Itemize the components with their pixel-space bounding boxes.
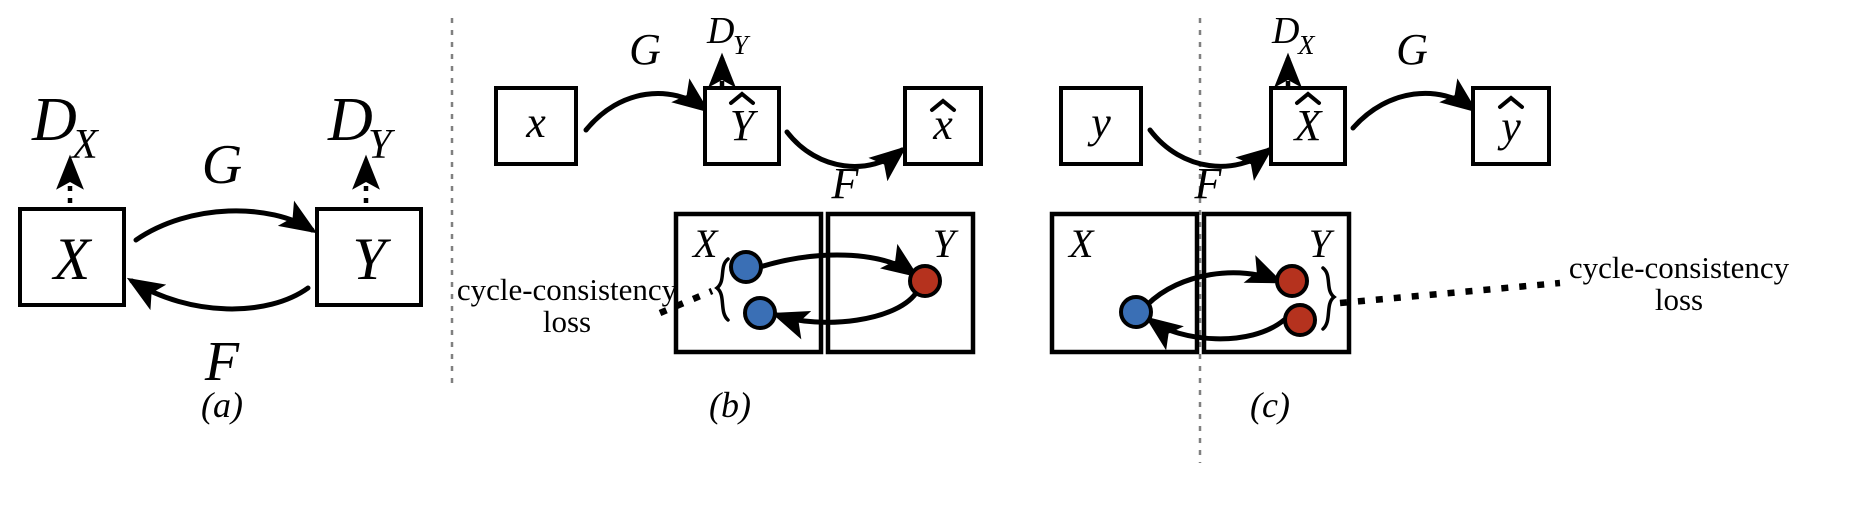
g-label: G xyxy=(202,134,242,196)
panel-a-discriminator-dx: D X xyxy=(31,86,100,203)
dot-x-source xyxy=(729,250,763,284)
region-x-rect xyxy=(673,211,824,355)
g-label: G xyxy=(629,25,661,74)
g-arrow xyxy=(133,200,318,243)
box-xhat-label: X xyxy=(1293,101,1324,150)
panel-c-mapping-f: F xyxy=(1147,127,1274,208)
box-x-label: X xyxy=(52,226,93,292)
box-x-rect xyxy=(18,207,126,307)
panel-a-box-x: X xyxy=(18,207,126,307)
cycle-loss-label-line2: loss xyxy=(1655,282,1703,317)
cycle-loss-brace xyxy=(1321,266,1337,331)
dy-label-main: D xyxy=(706,10,734,52)
box-yhat-label: y xyxy=(1497,102,1521,151)
panel-b-discriminator-dy: D Y xyxy=(706,10,751,88)
region-y-label: Y xyxy=(1309,221,1335,266)
box-yhat-label: Y xyxy=(730,101,759,150)
f-arrow xyxy=(784,129,907,182)
panel-c-caption: (c) xyxy=(1250,385,1290,425)
cycle-loss-brace xyxy=(714,257,730,322)
cycle-forward-arrow xyxy=(757,243,919,278)
panel-b: x G D Y Y F xyxy=(457,10,983,425)
region-x-rect xyxy=(1049,211,1200,355)
region-y-label: Y xyxy=(933,221,959,266)
box-x-input-label: x xyxy=(525,98,546,147)
panel-b-caption: (b) xyxy=(709,385,751,425)
xhat-hat-accent xyxy=(930,98,956,112)
region-y-rect xyxy=(825,211,976,355)
dy-label-main: D xyxy=(327,86,373,154)
panel-c-cycle-arrows xyxy=(1144,255,1287,351)
panel-b-mapping-f: F xyxy=(784,129,907,208)
box-y-label: Y xyxy=(352,226,391,292)
f-arrow xyxy=(1147,127,1274,181)
panel-c-mapping-g: G xyxy=(1350,25,1478,131)
box-y-input-label: y xyxy=(1087,98,1111,147)
panel-c-dots xyxy=(1119,264,1317,337)
panel-b-regions: X Y xyxy=(673,211,976,355)
yhat-hat-accent xyxy=(1498,95,1524,109)
panel-b-mapping-g: G xyxy=(583,25,710,133)
dot-x-translated xyxy=(1119,295,1153,329)
panel-b-box-yhat: Y xyxy=(703,86,781,166)
panel-a-mapping-g: G xyxy=(133,134,318,243)
box-xhat-rect xyxy=(1269,86,1347,166)
g-arrow xyxy=(1350,78,1478,131)
panel-c: y F D X X G xyxy=(1049,10,1790,425)
f-label: F xyxy=(831,159,860,208)
dx-label-main: D xyxy=(1271,10,1299,52)
cycle-loss-label-line1: cycle-consistency xyxy=(1569,250,1790,285)
cycle-loss-label-line1: cycle-consistency xyxy=(457,272,678,307)
dx-label-main: D xyxy=(31,86,77,154)
panel-b-annotation: cycle-consistency loss xyxy=(457,257,730,339)
panel-a-box-y: Y xyxy=(315,207,423,307)
xhat-hat-accent xyxy=(1295,91,1321,105)
panel-a-discriminator-dy: D Y xyxy=(327,86,396,203)
dy-label-sub: Y xyxy=(733,30,751,60)
dot-x-reconstructed xyxy=(743,296,777,330)
dx-label-sub: X xyxy=(70,122,100,168)
box-yhat-rect xyxy=(1471,86,1551,166)
dot-y-source xyxy=(1275,264,1309,298)
cycle-forward-arrow xyxy=(1144,255,1284,308)
box-x-input-rect xyxy=(494,86,578,166)
yhat-hat-accent xyxy=(729,91,755,105)
f-label: F xyxy=(204,331,240,393)
cycle-backward-arrow xyxy=(1145,316,1287,351)
panel-b-cycle-arrows xyxy=(757,243,921,340)
panel-a: D X D Y X Y G xyxy=(18,86,423,425)
g-arrow xyxy=(583,78,710,133)
panel-c-annotation: cycle-consistency loss xyxy=(1321,250,1790,331)
box-yhat-rect xyxy=(703,86,781,166)
panel-b-dots xyxy=(729,250,942,330)
cycle-backward-arrow xyxy=(771,287,921,340)
region-x-label: X xyxy=(1067,221,1095,266)
f-label: F xyxy=(1194,159,1223,208)
g-label: G xyxy=(1396,25,1428,74)
dot-y-reconstructed xyxy=(1283,303,1317,337)
panel-b-box-x: x xyxy=(494,86,578,166)
dy-label-sub: Y xyxy=(368,122,396,168)
dot-y-translated xyxy=(908,264,942,298)
dx-label-sub: X xyxy=(1297,30,1316,60)
panel-c-discriminator-dx: D X xyxy=(1271,10,1316,88)
panel-c-box-y: y xyxy=(1059,86,1143,166)
panel-a-mapping-f: F xyxy=(126,277,311,393)
box-y-input-rect xyxy=(1059,86,1143,166)
panel-a-caption: (a) xyxy=(201,385,243,425)
cycle-loss-leader xyxy=(1339,279,1561,307)
panel-c-box-yhat: y xyxy=(1471,86,1551,166)
panel-b-box-xhat: x xyxy=(903,86,983,166)
region-x-label: X xyxy=(691,221,719,266)
box-y-rect xyxy=(315,207,423,307)
panel-c-box-xhat: X xyxy=(1269,86,1347,166)
panel-c-regions: X Y xyxy=(1049,211,1352,355)
box-xhat-label: x xyxy=(932,100,953,149)
cycle-loss-label-line2: loss xyxy=(543,304,591,339)
f-arrow xyxy=(126,277,311,312)
region-y-rect xyxy=(1201,211,1352,355)
